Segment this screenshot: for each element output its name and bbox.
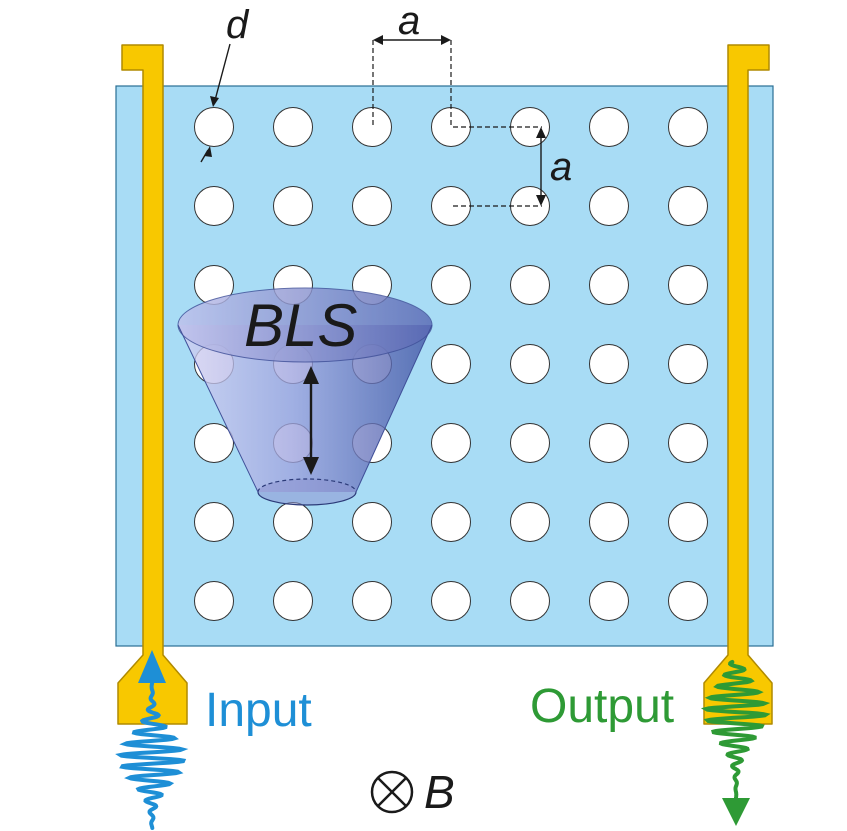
- label-a-vertical: a: [550, 145, 572, 189]
- output-antenna: [703, 44, 773, 725]
- hole: [510, 502, 550, 542]
- hole: [352, 581, 392, 621]
- hole: [194, 423, 234, 463]
- hole: [194, 107, 234, 147]
- hole: [589, 581, 629, 621]
- label-a-horizontal: a: [398, 0, 420, 43]
- input-spin-wave: [115, 650, 189, 830]
- lattice-constant-vertical: [453, 126, 546, 207]
- hole: [510, 344, 550, 384]
- label-d: d: [226, 3, 250, 47]
- hole: [273, 186, 313, 226]
- hole: [273, 502, 313, 542]
- hole: [589, 502, 629, 542]
- label-bls: BLS: [244, 292, 357, 359]
- hole: [668, 107, 708, 147]
- hole: [668, 502, 708, 542]
- hole: [668, 581, 708, 621]
- hole: [273, 107, 313, 147]
- label-output: Output: [530, 680, 674, 733]
- hole: [668, 265, 708, 305]
- hole: [431, 502, 471, 542]
- label-field-b: B: [424, 766, 455, 818]
- hole: [194, 581, 234, 621]
- hole: [589, 107, 629, 147]
- hole-diameter-indicator: [200, 43, 231, 163]
- hole: [510, 423, 550, 463]
- output-spin-wave: [700, 660, 771, 826]
- hole: [431, 344, 471, 384]
- lattice-constant-horizontal: [372, 35, 452, 127]
- hole: [273, 581, 313, 621]
- hole: [589, 344, 629, 384]
- hole: [668, 423, 708, 463]
- bls-probe-cone: [177, 287, 433, 506]
- hole: [510, 581, 550, 621]
- hole: [589, 186, 629, 226]
- hole: [194, 186, 234, 226]
- input-antenna: [117, 44, 188, 725]
- hole: [352, 502, 392, 542]
- hole: [352, 107, 392, 147]
- field-into-page-icon: [370, 770, 414, 814]
- hole: [510, 265, 550, 305]
- hole: [589, 265, 629, 305]
- label-input: Input: [205, 684, 312, 737]
- hole: [668, 344, 708, 384]
- hole: [431, 423, 471, 463]
- hole: [194, 502, 234, 542]
- hole: [589, 423, 629, 463]
- hole: [431, 581, 471, 621]
- hole: [431, 265, 471, 305]
- hole: [352, 186, 392, 226]
- hole: [668, 186, 708, 226]
